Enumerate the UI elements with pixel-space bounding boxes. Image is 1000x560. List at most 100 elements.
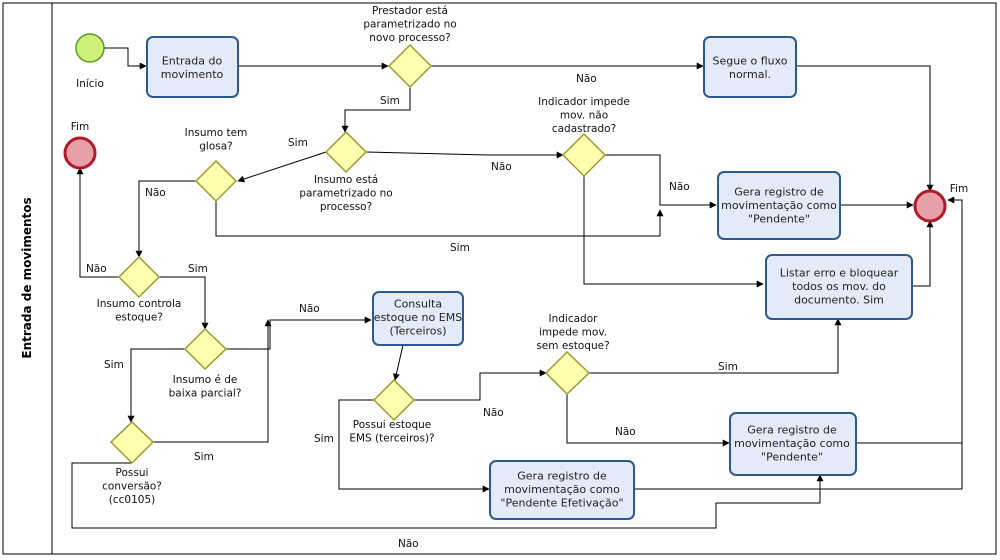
flow-start-entrada xyxy=(104,47,147,70)
text-line: Insumo controla xyxy=(97,298,182,310)
flow-prestador-sim xyxy=(341,87,411,133)
text-line: "Pendente Efetivação" xyxy=(500,497,623,510)
flow-glosa-nao xyxy=(135,180,196,258)
flow-baixa-sim xyxy=(127,348,185,423)
text-line: movimentação como xyxy=(504,483,620,496)
end-event-left: Fim xyxy=(63,121,97,170)
text-line: Listar erro e bloquear xyxy=(780,267,899,280)
end-event-right-circle xyxy=(913,189,947,223)
text-line: impede mov. xyxy=(539,327,607,339)
flow-gera2-fim xyxy=(856,196,963,444)
label-controla-nao: Não xyxy=(86,263,107,275)
text-line: mov. não xyxy=(560,110,608,122)
end-event-left-label: Fim xyxy=(71,121,89,133)
text-line: Gera registro de xyxy=(747,424,837,437)
flow-gera3-fim xyxy=(634,443,963,490)
text-line: Entrada do xyxy=(162,54,223,67)
text-line: Possui estoque xyxy=(353,419,431,431)
text-line: processo? xyxy=(320,201,372,213)
text-line: Insumo tem xyxy=(185,127,248,139)
text-line: Insumo está xyxy=(314,174,378,186)
flow-param-nao xyxy=(365,151,564,159)
label-glosa-sim: Sim xyxy=(450,242,470,254)
end-event-left-circle xyxy=(63,136,97,170)
text-line: parametrizado no xyxy=(299,188,392,200)
text-line: movimentação como xyxy=(734,437,850,450)
label-controla-sim: Sim xyxy=(188,263,208,275)
pool-label: Entrada de movimentos xyxy=(20,197,34,358)
label-param-nao: Não xyxy=(491,161,512,173)
label-naocad-nao: Não xyxy=(669,181,690,193)
flow-possui-sim xyxy=(338,399,490,493)
flow-semest-sim xyxy=(589,318,842,374)
label-glosa-nao: Não xyxy=(145,187,166,199)
text-line: conversão? xyxy=(102,481,162,493)
text-line: estoque no EMS xyxy=(374,311,462,324)
text-line: Segue o fluxo xyxy=(713,54,788,67)
flow-consulta-possui xyxy=(392,344,404,381)
text-line: Insumo é de xyxy=(173,374,238,386)
label-possui-sim: Sim xyxy=(314,433,334,445)
label-prestador-nao: Não xyxy=(576,73,597,85)
flow-segue-fim xyxy=(796,65,934,192)
flow-labels: Não Sim Sim Não Não Sim Não Não Sim Não … xyxy=(86,73,738,550)
text-line: movimentação como xyxy=(721,199,837,212)
text-line: (cc0105) xyxy=(109,494,155,506)
start-event-circle xyxy=(75,33,105,63)
sequence-flows xyxy=(71,47,963,529)
label-conv-nao: Não xyxy=(398,538,419,550)
text-line: Prestador está xyxy=(372,5,448,17)
label-semest-nao: Não xyxy=(615,426,636,438)
text-line: EMS (terceiros)? xyxy=(349,433,434,445)
text-line: movimento xyxy=(161,68,224,81)
label-baixa-sim: Sim xyxy=(104,359,124,371)
text-line: novo processo? xyxy=(369,32,450,44)
end-event-right-label: Fim xyxy=(950,183,968,195)
label-semest-sim: Sim xyxy=(718,361,738,373)
text-line: todos os mov. do xyxy=(792,280,886,293)
flow-controla-sim xyxy=(159,276,209,330)
text-line: normal. xyxy=(729,68,771,81)
flow-baixa-nao xyxy=(226,316,372,350)
label-param-sim: Sim xyxy=(288,137,308,149)
text-line: parametrizado no xyxy=(363,19,456,31)
label-conv-sim: Sim xyxy=(194,451,214,463)
text-line: "Pendente" xyxy=(748,213,810,226)
text-line: cadastrado? xyxy=(552,123,616,135)
flow-param-sim xyxy=(237,151,327,183)
start-event-label: Início xyxy=(76,78,104,90)
label-possui-nao: Não xyxy=(483,407,504,419)
flow-glosa-sim xyxy=(215,201,664,237)
end-event-right: Fim xyxy=(913,183,968,223)
flow-semest-nao xyxy=(566,394,730,447)
text-line: sem estoque? xyxy=(536,340,609,352)
flow-possui-nao xyxy=(414,369,547,401)
